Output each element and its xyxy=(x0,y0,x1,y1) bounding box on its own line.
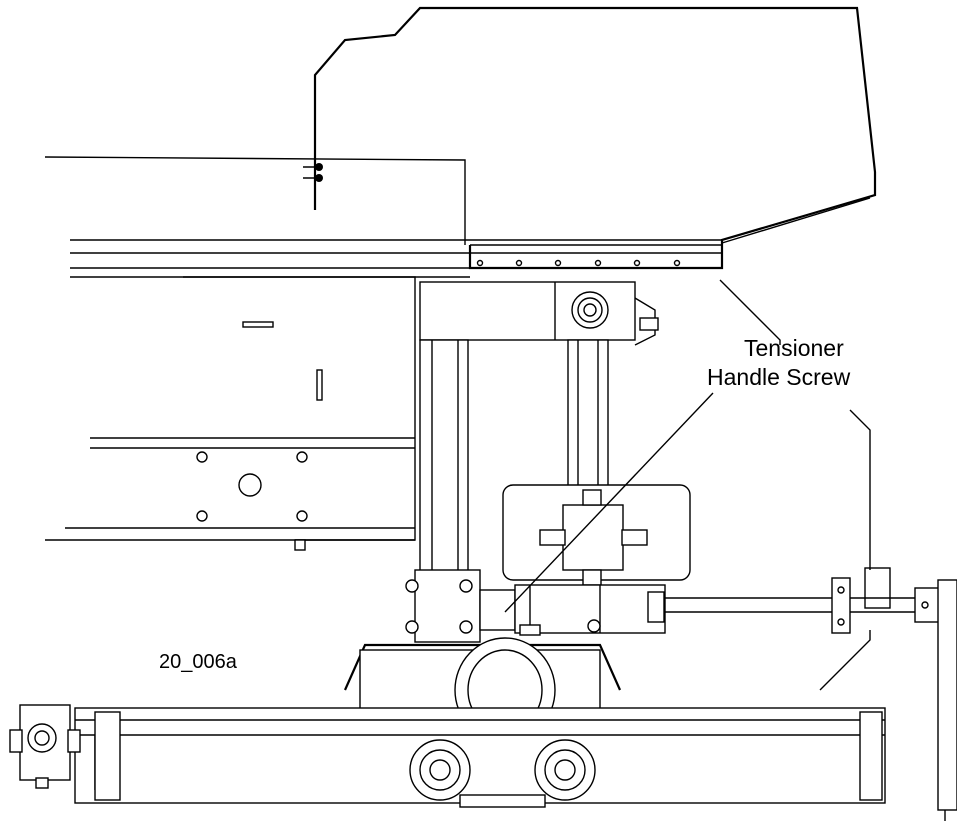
tensioner-bracket xyxy=(502,484,691,586)
upper-rail xyxy=(44,156,722,278)
callout-leader-line xyxy=(504,392,714,613)
figure-id-label: 20_006a xyxy=(159,651,237,673)
top-cover xyxy=(313,6,877,270)
tensioner-screw-assembly xyxy=(405,567,944,643)
carriage-base xyxy=(9,637,886,808)
right-frame xyxy=(719,279,957,821)
carriage-wheels xyxy=(409,739,596,808)
support-columns xyxy=(419,281,659,581)
callout-label-line2: Handle Screw xyxy=(707,364,851,390)
rear-panel xyxy=(45,276,416,551)
cover-bolts xyxy=(476,259,681,267)
left-end-block xyxy=(9,704,81,789)
callout-label-line1: Tensioner xyxy=(744,335,844,361)
